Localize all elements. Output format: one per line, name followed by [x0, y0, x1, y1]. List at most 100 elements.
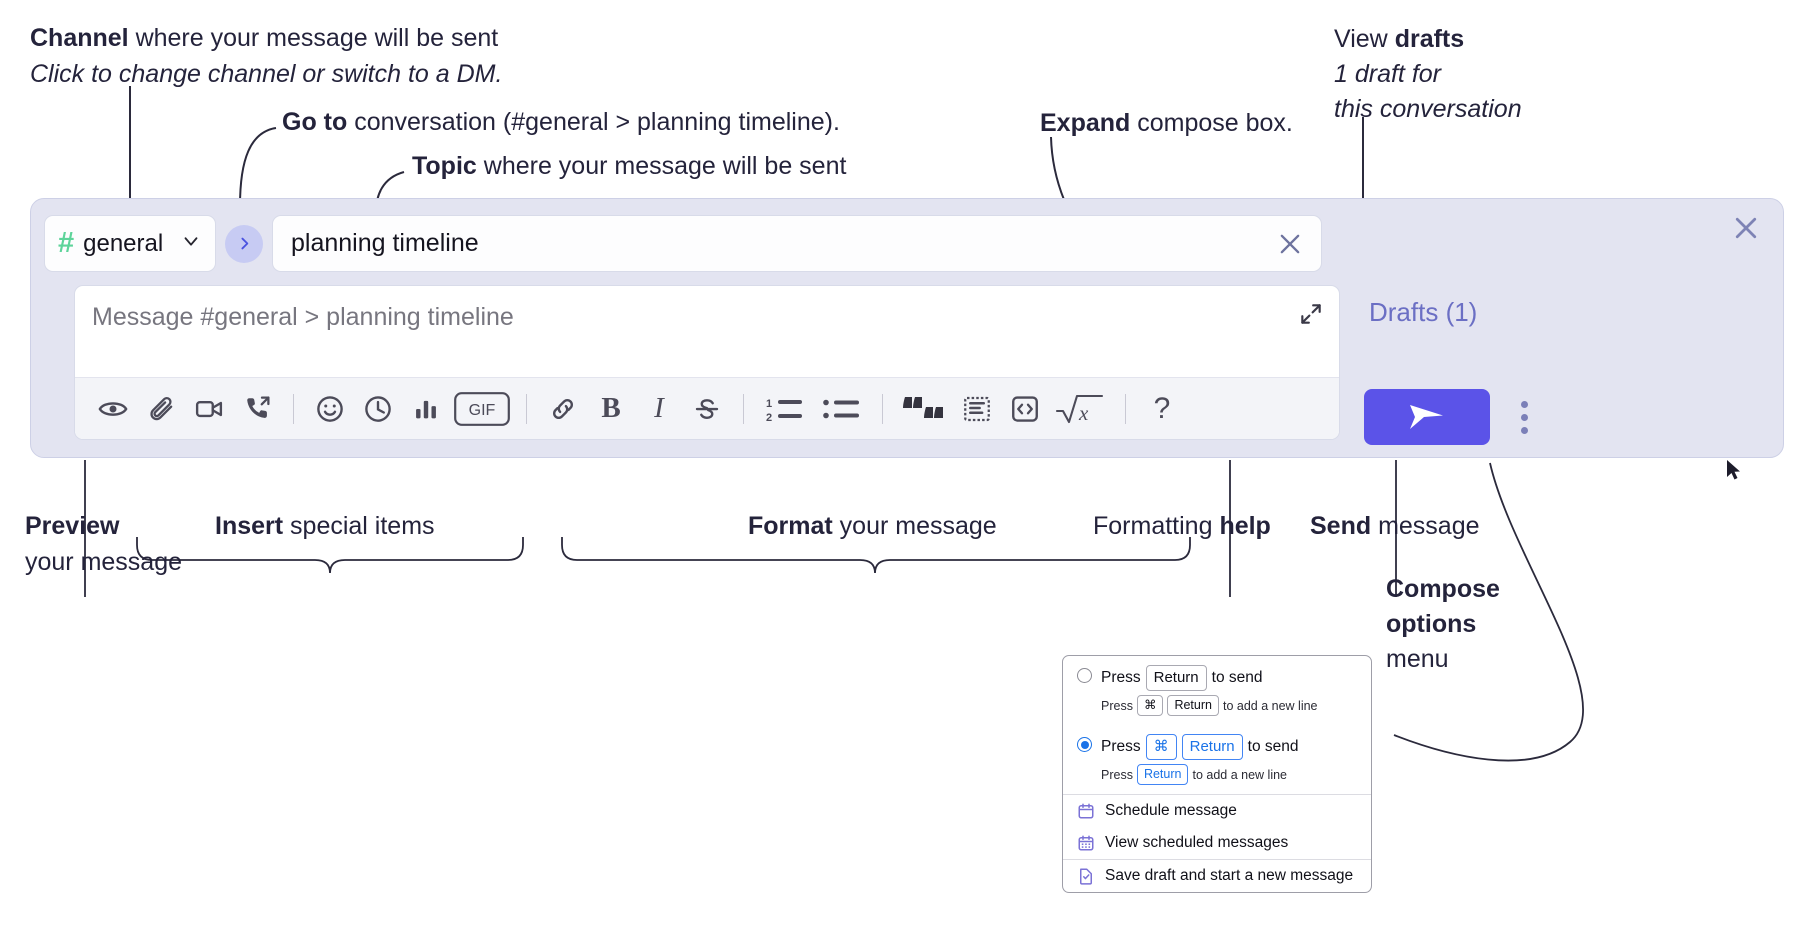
annotation-preview: Preview your message — [25, 510, 182, 578]
opt0-sub-prefix: Press — [1101, 698, 1133, 713]
expand-icon[interactable] — [1295, 298, 1327, 330]
annotation-preview-bold: Preview — [25, 512, 120, 540]
italic-icon[interactable]: I — [654, 392, 664, 424]
annotation-drafts: View drafts 1 draft for this conversatio… — [1334, 23, 1522, 125]
toolbar-separator — [526, 393, 527, 424]
channel-name-label: general — [83, 229, 164, 257]
annotation-compose-options-rest: menu — [1386, 645, 1449, 673]
radio-button[interactable] — [1077, 668, 1092, 683]
topic-input[interactable]: planning timeline — [272, 215, 1322, 272]
annotation-drafts-italic2: this conversation — [1334, 95, 1522, 123]
bold-icon[interactable]: B — [601, 392, 621, 424]
annotation-send: Send message — [1310, 510, 1480, 542]
opt0-prefix: Press — [1101, 669, 1141, 687]
video-icon[interactable] — [185, 387, 233, 431]
save-draft-icon — [1077, 867, 1095, 885]
annotation-format: Format your message — [748, 510, 997, 542]
opt1-prefix: Press — [1101, 738, 1141, 756]
compose-options-menu: Press Return to send Press ⌘ Return to a… — [1062, 655, 1372, 894]
send-option-cmd-return-sub: Press Return to add a new line — [1063, 764, 1371, 794]
code-block-icon[interactable] — [953, 387, 1001, 431]
channel-selector[interactable]: # general — [44, 215, 216, 272]
svg-text:x: x — [1078, 401, 1089, 425]
annotation-formatting-help-lead: Formatting — [1093, 512, 1220, 540]
preview-icon[interactable] — [89, 387, 137, 431]
compose-header-row: # general planning timeline — [44, 215, 1322, 272]
audio-call-icon[interactable] — [233, 387, 281, 431]
send-option-cmd-return[interactable]: Press ⌘ Return to send — [1063, 725, 1371, 764]
kebab-dot — [1520, 400, 1528, 408]
annotation-drafts-bold: drafts — [1394, 25, 1465, 53]
code-icon[interactable] — [1001, 387, 1049, 431]
calendar-grid-icon — [1077, 834, 1095, 852]
help-icon[interactable]: ? — [1153, 391, 1171, 425]
clear-topic-icon[interactable] — [1273, 227, 1307, 261]
clock-icon[interactable] — [354, 387, 402, 431]
attachment-icon[interactable] — [137, 387, 185, 431]
annotation-formatting-help: Formatting help — [1093, 510, 1271, 542]
opt1-sub-prefix: Press — [1101, 767, 1133, 782]
send-option-cmd-return-label: Press ⌘ Return to send — [1101, 734, 1299, 761]
key-return: Return — [1145, 665, 1207, 692]
poll-icon[interactable] — [402, 387, 450, 431]
message-input-area[interactable]: Message #general > planning timeline — [74, 285, 1340, 440]
annotation-send-rest: message — [1371, 512, 1480, 540]
compose-options-menu-button[interactable] — [1508, 391, 1540, 443]
annotation-insert: Insert special items — [215, 510, 435, 542]
annotation-drafts-lead: View — [1334, 25, 1395, 53]
emoji-icon[interactable] — [306, 387, 354, 431]
svg-text:2: 2 — [766, 412, 772, 424]
key-return: Return — [1167, 695, 1219, 717]
toolbar-separator — [743, 393, 744, 424]
menu-item-view-scheduled-messages[interactable]: View scheduled messages — [1063, 827, 1371, 859]
menu-item-schedule-message[interactable]: Schedule message — [1063, 795, 1371, 827]
annotation-channel-bold: Channel — [30, 24, 129, 52]
menu-item-save-draft[interactable]: Save draft and start a new message — [1063, 860, 1371, 892]
annotation-goto: Go to conversation (#general > planning … — [282, 106, 840, 138]
ordered-list-icon[interactable]: 1 2 — [756, 387, 814, 431]
chevron-down-icon — [180, 230, 202, 257]
annotation-goto-bold: Go to — [282, 108, 348, 136]
annotation-compose-options-bold1: Compose — [1386, 575, 1500, 603]
drafts-link[interactable]: Drafts (1) — [1369, 297, 1478, 327]
bulleted-list-icon[interactable] — [814, 387, 870, 431]
opt1-sub-suffix: to add a new line — [1192, 767, 1287, 782]
toolbar-separator — [882, 393, 883, 424]
close-icon[interactable] — [1729, 211, 1763, 245]
math-icon[interactable]: x — [1049, 387, 1113, 431]
send-option-return[interactable]: Press Return to send — [1063, 656, 1371, 695]
annotation-insert-bold: Insert — [215, 512, 284, 540]
svg-text:1: 1 — [766, 398, 772, 410]
gif-icon[interactable]: GIF — [450, 387, 514, 431]
annotation-goto-rest: conversation (#general > planning timeli… — [347, 108, 840, 136]
annotation-channel-italic: Click to change channel or switch to a D… — [30, 60, 503, 88]
annotation-expand-bold: Expand — [1040, 109, 1131, 137]
annotation-channel: Channel where your message will be sent … — [30, 22, 502, 90]
go-to-conversation-button[interactable] — [225, 224, 263, 263]
link-icon[interactable] — [539, 387, 587, 431]
annotation-expand-rest: compose box. — [1130, 109, 1293, 137]
annotation-topic: Topic where your message will be sent — [412, 150, 846, 182]
mouse-cursor-icon — [1727, 460, 1740, 480]
annotation-drafts-italic1: 1 draft for — [1334, 60, 1441, 88]
blockquote-icon[interactable] — [895, 387, 953, 431]
annotation-formatting-help-bold: help — [1219, 512, 1271, 540]
annotation-expand: Expand compose box. — [1040, 107, 1293, 139]
key-return: Return — [1181, 734, 1243, 761]
send-option-return-label: Press Return to send — [1101, 665, 1263, 692]
radio-button-selected[interactable] — [1077, 737, 1092, 753]
formatting-toolbar: GIF B I 1 2 — [75, 377, 1339, 439]
menu-item-label: Schedule message — [1105, 802, 1237, 820]
compose-box: # general planning timeline Message #gen… — [30, 198, 1784, 458]
annotation-channel-rest: where your message will be sent — [128, 24, 499, 52]
toolbar-separator — [293, 393, 294, 424]
menu-divider — [1063, 859, 1371, 861]
send-option-return-sub: Press ⌘ Return to add a new line — [1063, 695, 1371, 725]
send-button[interactable] — [1364, 389, 1490, 445]
annotation-format-rest: your message — [832, 512, 997, 540]
annotation-compose-options-bold2: options — [1386, 610, 1477, 638]
opt0-sub-suffix: to add a new line — [1222, 698, 1318, 713]
strikethrough-icon[interactable] — [683, 387, 731, 431]
key-return: Return — [1136, 764, 1189, 786]
